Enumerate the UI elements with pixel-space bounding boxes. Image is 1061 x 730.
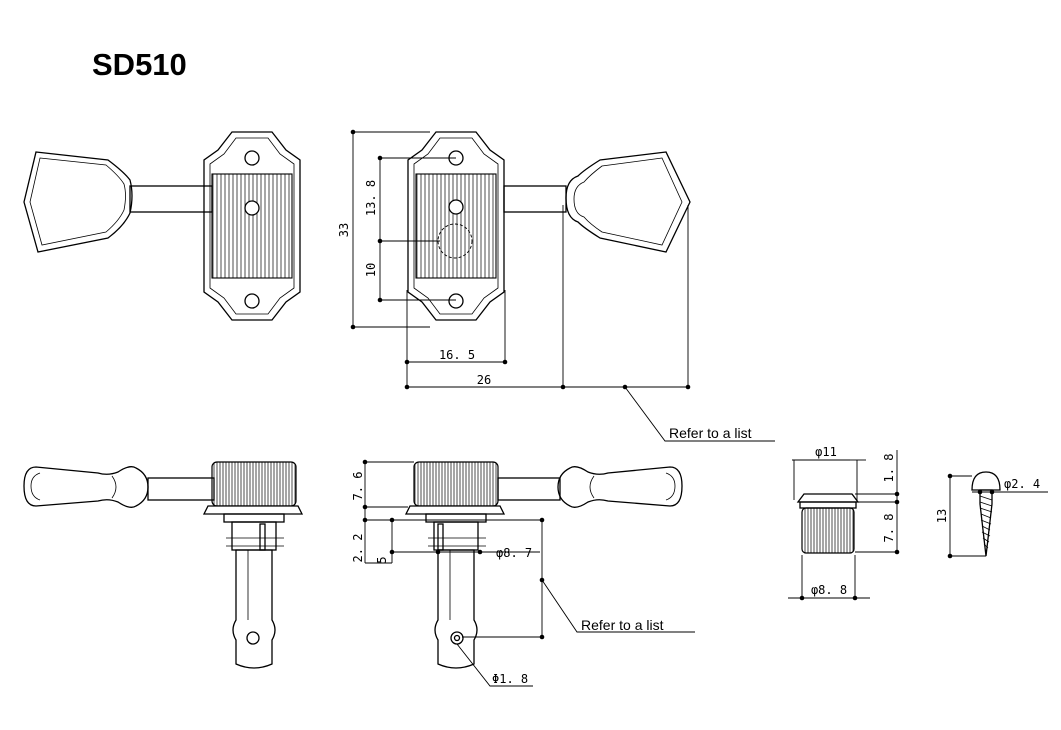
screw-detail: [947, 471, 1048, 559]
tuner-plate: [203, 131, 301, 321]
front-view-right-tuner: [407, 131, 691, 321]
gear-housing: [211, 173, 293, 279]
tuner-plate-inner: [209, 137, 295, 315]
tuner-button: [23, 151, 133, 253]
tuner-shaft: [129, 185, 213, 213]
page-title: SD510: [92, 47, 187, 82]
collar: [223, 513, 285, 523]
collar: [425, 513, 487, 523]
screw-hole-bottom: [244, 293, 260, 309]
screw-hole-top: [244, 150, 260, 166]
dim-13: 13: [935, 509, 949, 523]
string-hole: [246, 631, 260, 645]
flange: [202, 505, 304, 515]
side-view-right-tuner: [404, 461, 683, 669]
tuner-plate: [407, 131, 505, 321]
side-view-left-tuner: [23, 461, 304, 669]
screw-head: [971, 471, 1001, 491]
post-shaft: [434, 549, 478, 669]
dim-7-6: 7. 6: [351, 472, 365, 501]
post-hole: [244, 200, 260, 216]
tuner-plate-inner: [413, 137, 499, 315]
tuner-button: [565, 151, 691, 253]
tuner-shaft: [503, 185, 567, 213]
dimension-lines-bottom: [362, 459, 695, 687]
dimension-lines-top: [350, 129, 775, 442]
dim-phi-8-8: φ8. 8: [811, 583, 847, 597]
dim-phi-2-4: φ2. 4: [1004, 477, 1040, 491]
callout-refer-top: Refer to a list: [669, 425, 752, 441]
flange: [404, 505, 506, 515]
dim-2-2: 2. 2: [351, 534, 365, 563]
dim-26: 26: [477, 373, 491, 387]
front-view-left-tuner: [23, 131, 301, 321]
tuner-button-inner: [573, 157, 683, 246]
dim-phi-1-8: Φ1. 8: [492, 672, 528, 686]
button-side: [23, 466, 149, 508]
dim-33: 33: [337, 223, 351, 237]
dim-16-5: 16. 5: [439, 348, 475, 362]
dim-10: 10: [364, 263, 378, 277]
tuner-button-inner: [29, 157, 126, 246]
dim-5: 5: [375, 556, 389, 563]
screw-shank: [979, 489, 993, 557]
bushing-knurl: [211, 461, 297, 507]
callout-refer-bottom: Refer to a list: [581, 617, 664, 633]
shaft-side: [147, 477, 215, 501]
bushing-detail: [788, 450, 900, 601]
shaft-side: [497, 477, 561, 501]
dim-7-8: 7. 8: [882, 514, 896, 543]
dim-phi-11: φ11: [815, 445, 837, 459]
gear-position-dashed: [437, 223, 473, 259]
screw-hole-bottom: [448, 293, 464, 309]
bushing-body: [801, 507, 855, 554]
gear-housing: [415, 173, 497, 279]
bushing-flange: [796, 493, 860, 503]
post-shaft: [232, 549, 276, 669]
post-hole: [448, 199, 464, 215]
dim-phi-8-7: φ8. 7: [496, 546, 532, 560]
button-side: [557, 466, 683, 508]
bushing-knurl: [413, 461, 499, 507]
dim-1-8: 1. 8: [882, 454, 896, 483]
dim-13-8: 13. 8: [364, 180, 378, 216]
